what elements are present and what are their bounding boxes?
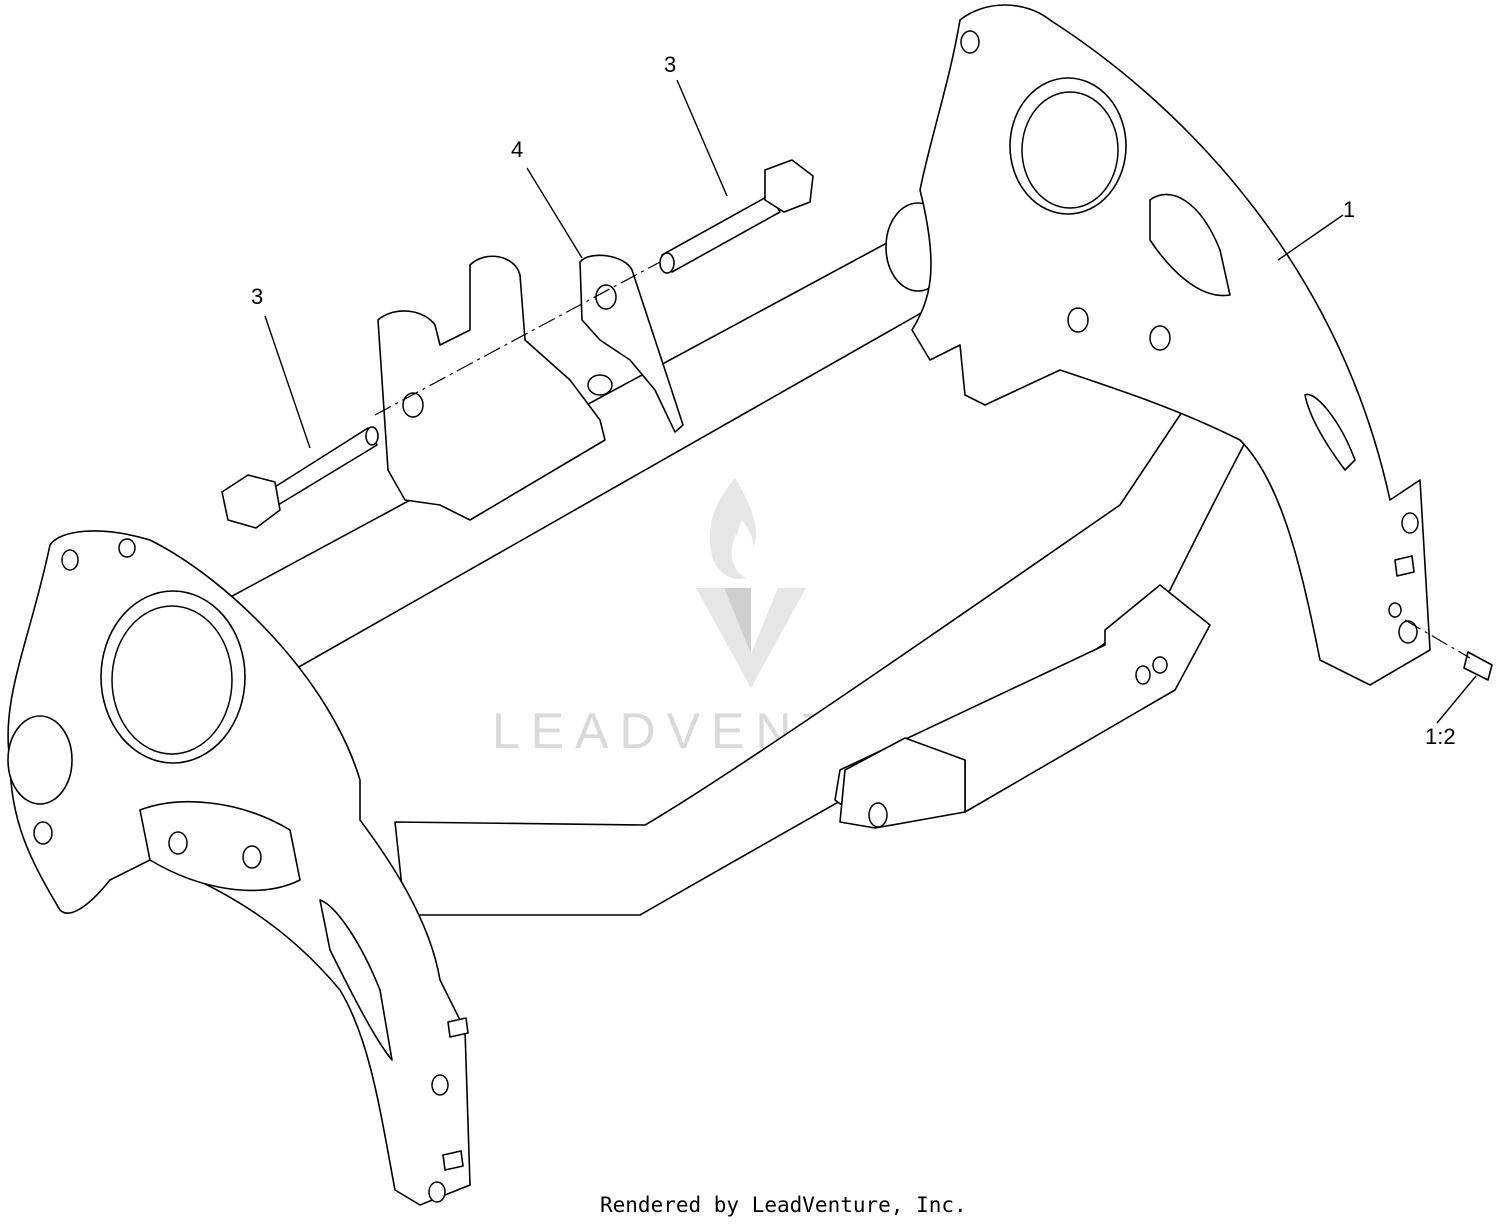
right-plate-hole-5 [1398,620,1418,644]
callout-label-pin: 1:2 [1425,724,1456,749]
callout-label-plate: 4 [511,137,523,162]
flame-v-logo-icon [696,478,806,688]
mount-hole-1 [868,802,888,828]
callout-label-bolt-left: 3 [251,284,263,309]
callout-label-bolt-right: 3 [664,52,676,77]
left-plate-hole-1 [33,821,53,845]
pin [1463,651,1493,681]
left-plate-hole-5 [428,1181,446,1203]
watermark: LEADVENTURE [492,478,972,759]
leader-pin [1436,675,1477,724]
right-plate-slot-lower [1304,393,1356,471]
left-plate-tab [139,801,301,892]
left-plate-hole-top-1 [61,549,79,571]
leader-frame [1277,214,1344,261]
left-inner-ring [7,715,73,805]
left-plate-hole-3 [242,845,262,869]
bolt-right [659,159,814,274]
right-plate-slot-upper [1149,193,1231,297]
mount-hole-3 [1152,656,1168,674]
bracket-tube-end [587,374,613,396]
footer-credit: Rendered by LeadVenture, Inc. [600,1193,967,1217]
center-bracket [377,255,606,521]
left-plate-hole-top-2 [118,538,136,558]
callout-label-frame: 1 [1343,197,1355,222]
bolt-right-shank [661,194,781,273]
leader-bolt-right [676,79,728,197]
left-plate-slot [319,899,393,1061]
centerline-pin [1404,619,1471,659]
bolt-left-head [221,474,281,529]
frame-assembly [7,4,1431,1206]
left-bearing-bore [111,605,233,755]
bolt-left-shank [269,427,378,506]
left-plate-stud-2 [442,1150,464,1171]
right-plate-hole-1 [1067,307,1089,333]
right-plate-hole-4 [1388,602,1402,618]
bolt-right-head [764,159,814,213]
right-plate-hole-3 [1401,512,1419,534]
right-bearing-bore [1021,91,1119,209]
centerline-bolts [374,261,661,416]
mount-plate-hole [595,284,617,310]
right-plate-stud [1394,555,1415,577]
left-plate-hole-2 [168,831,188,855]
right-plate-hole-top [960,30,980,54]
bolt-left [221,426,379,529]
left-plate-hole-4 [431,1074,449,1096]
bracket-hole [402,392,424,418]
leader-plate [526,167,583,259]
bolt-left-tip [365,426,379,446]
lower-mount-block [839,737,966,829]
mount-hole-2 [1135,665,1151,685]
leader-bolt-left [264,315,311,449]
left-plate-stud-1 [447,1017,469,1038]
right-plate-hole-2 [1149,325,1171,351]
bolt-right-tip [659,252,675,274]
